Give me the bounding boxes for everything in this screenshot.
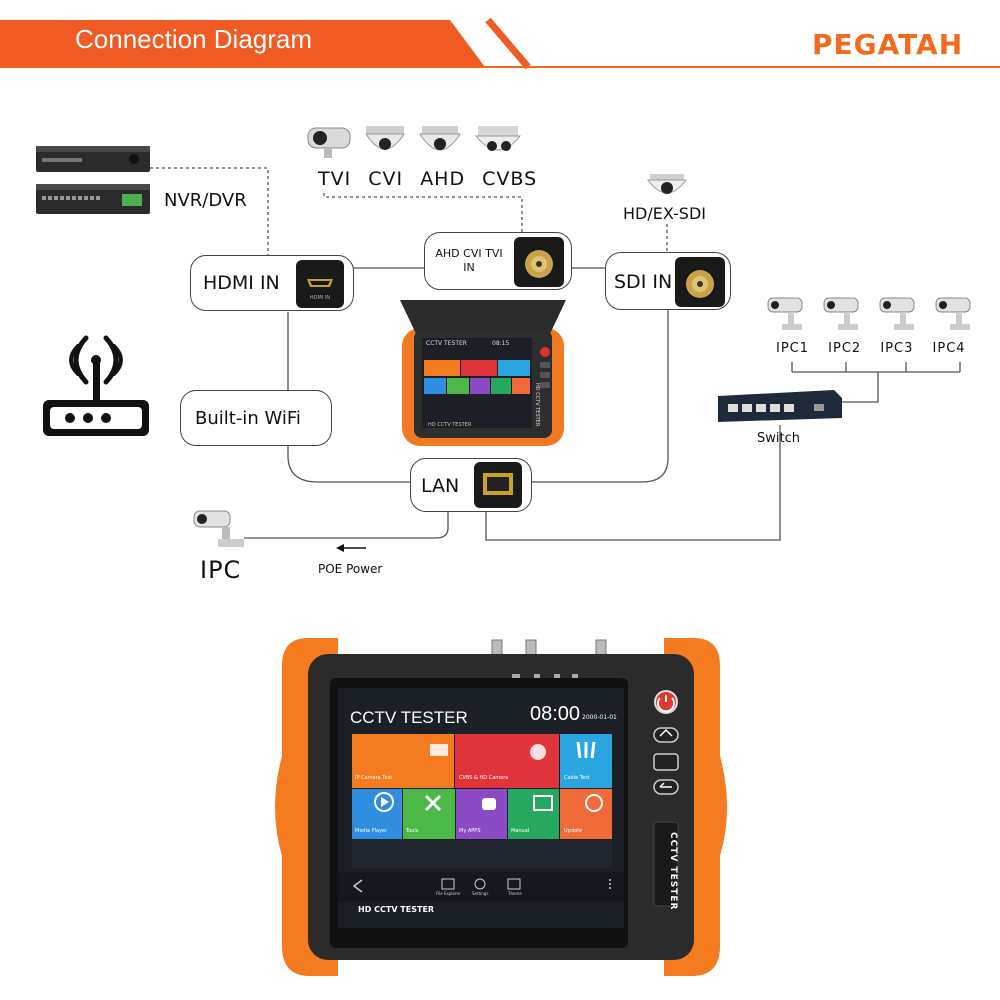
cameras-to-ahd-line [323,193,523,232]
nvr-to-hdmi-line [150,167,269,256]
small-device-side-label: HD CCTV TESTER [534,383,540,427]
cvbs-camera-icon [474,126,522,151]
ipc3-label: IPC3 [880,341,914,356]
ipc1-label: IPC1 [776,341,810,356]
builtin-wifi-label: Built-in WiFi [195,408,301,429]
banner-slash [485,17,531,70]
header-banner [0,17,1000,70]
hdmi-port-icon: HDMI IN [296,260,344,308]
small-device-title: CCTV TESTER [426,340,467,347]
cvbs-label: CVBS [482,168,538,190]
nvr-dvr-label: NVR/DVR [164,190,247,211]
sdi-camera-icon [647,174,687,194]
hdmi-in-node: HDMI IN HDMI IN [190,255,354,311]
device-model-label: HD CCTV TESTER [358,905,435,914]
tvi-camera-icon [307,127,351,158]
lan-to-ipc-line [244,512,449,539]
ipc2-label: IPC2 [828,341,862,356]
taskbar-file-explorer[interactable]: File Explorer [436,891,461,896]
brand-logo: PEGATAH [812,28,964,61]
taskbar-settings[interactable]: Settings [472,891,489,896]
ahd-camera-icon [419,126,461,151]
lan-port-icon [474,462,522,508]
poe-power-label: POE Power [318,562,383,576]
switch-label: Switch [757,431,800,446]
device-side-label: CCTV TESTER [668,832,678,911]
tile-cable-test[interactable]: Cable Test [564,775,590,781]
svg-text:HDMI IN: HDMI IN [310,295,330,301]
screen-date: 2000-01-01 [582,714,617,721]
tile-tools[interactable]: Tools [406,828,419,834]
tile-media-player[interactable]: Media Player [355,828,388,834]
sdi-bnc-port-icon [675,257,725,307]
ahd-label: AHD [420,168,466,190]
sdi-in-label: SDI IN [614,271,673,293]
lan-node: LAN [410,458,532,512]
nvr-dvr-icon [36,146,150,214]
hd-ex-sdi-label: HD/EX-SDI [623,204,706,223]
page-title: Connection Diagram [75,24,313,54]
poe-arrow-icon [336,544,366,552]
ip-cameras-icons [767,297,971,330]
sdi-in-node: SDI IN [605,252,731,310]
builtin-wifi-node: Built-in WiFi [180,390,332,446]
taskbar-theme[interactable]: Theme [508,891,522,896]
hdmi-to-lan-line [287,312,410,483]
tvi-label: TVI [318,168,352,190]
tile-manual[interactable]: Manual [511,828,530,834]
tile-ip-camera-test[interactable]: IP Camera Test [355,775,393,781]
router-icon [43,335,149,436]
ipc-labels: IPC1 IPC2 IPC3 IPC4 [776,341,966,356]
switch-icon [718,390,842,422]
ipc-camera-icon [193,510,244,547]
tester-device-large [275,638,727,976]
tile-update[interactable]: Update [564,828,583,834]
tile-my-apps[interactable]: My APPS [459,828,481,834]
banner-shape [0,20,485,67]
small-device-bottom-label: HD CCTV TESTER [428,422,472,428]
cvi-camera-icon [365,126,405,150]
lan-to-switch-line [485,425,781,541]
analog-cameras-icons [307,126,522,158]
analog-camera-labels: TVI CVI AHD CVBS [318,168,537,190]
ahd-cvi-tvi-in-node: AHD CVI TVI IN [424,232,572,290]
cvi-label: CVI [368,168,404,190]
sdi-to-lan-line [532,310,669,483]
ipc4-label: IPC4 [932,341,966,356]
tile-cvbs-hd-camera[interactable]: CVBS & HD Camera [459,775,509,781]
ipc-drop-lines [791,362,961,372]
screen-time: 08:00 [530,703,581,725]
tester-device-small [400,300,566,446]
switch-to-ipc-line [840,372,879,403]
small-device-time: 08:15 [492,340,510,347]
lan-label: LAN [421,475,460,497]
ahd-cvi-tvi-in-label: AHD CVI TVI IN [435,247,503,274]
bnc-port-icon [514,237,564,287]
hdmi-in-label: HDMI IN [203,272,280,294]
screen-title: CCTV TESTER [350,708,468,727]
ipc-label: IPC [200,556,242,584]
